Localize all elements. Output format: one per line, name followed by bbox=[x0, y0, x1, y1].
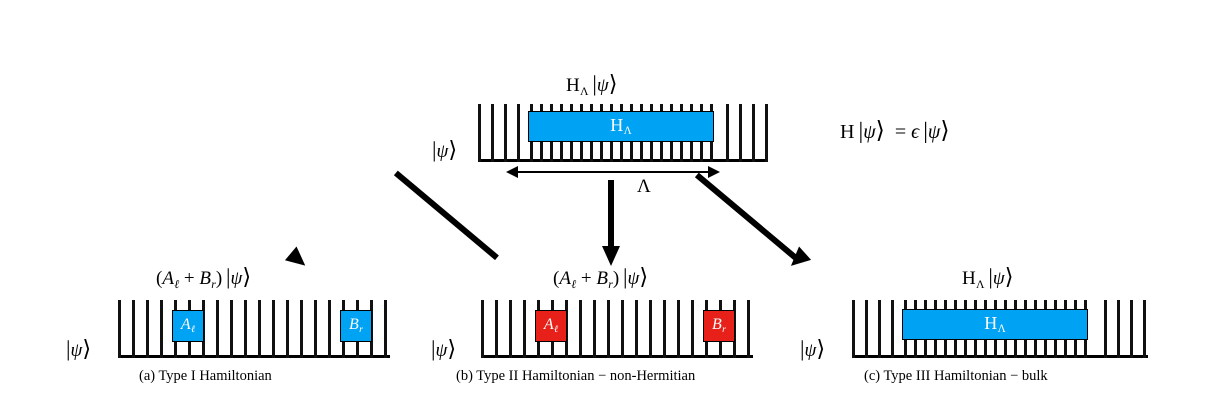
operator-box-a-right: Br bbox=[340, 310, 372, 342]
operator-box-b-right: Br bbox=[703, 310, 735, 342]
operator-box-b-left: Aℓ bbox=[535, 310, 567, 342]
panel-a-state-label: |ψ⟩ bbox=[66, 336, 92, 361]
chain-baseline bbox=[481, 355, 753, 358]
panel-b-chain: Aℓ Br bbox=[481, 296, 753, 358]
top-panel-chain: HΛ bbox=[478, 98, 768, 162]
panel-b-header: (Aℓ + Br) |ψ⟩ bbox=[553, 264, 649, 291]
panel-a-header: (Aℓ + Br) |ψ⟩ bbox=[156, 264, 252, 291]
panel-a-chain: Aℓ Br bbox=[118, 296, 390, 358]
top-panel-header: HΛ |ψ⟩ bbox=[566, 71, 618, 98]
chain-baseline bbox=[118, 355, 390, 358]
chain-baseline bbox=[478, 159, 768, 162]
panel-c-state-label: |ψ⟩ bbox=[800, 336, 826, 361]
panel-b-caption: (b) Type II Hamiltonian − non-Hermitian bbox=[456, 368, 696, 384]
operator-box-a-left: Aℓ bbox=[172, 310, 204, 342]
panel-c-header: HΛ |ψ⟩ bbox=[962, 264, 1014, 291]
chain-baseline bbox=[852, 355, 1148, 358]
panel-b-state-label: |ψ⟩ bbox=[431, 336, 457, 361]
eigenvalue-equation: H |ψ⟩ = ϵ |ψ⟩ bbox=[840, 118, 950, 144]
hamiltonian-box-c: HΛ bbox=[902, 309, 1088, 340]
panel-a-caption: (a) Type I Hamiltonian bbox=[139, 368, 272, 384]
panel-c-chain: HΛ bbox=[852, 296, 1148, 358]
hamiltonian-box-top: HΛ bbox=[528, 111, 714, 142]
top-panel-state-label: |ψ⟩ bbox=[432, 137, 458, 162]
panel-c-caption: (c) Type III Hamiltonian − bulk bbox=[864, 368, 1048, 384]
lambda-label: Λ bbox=[637, 176, 651, 197]
